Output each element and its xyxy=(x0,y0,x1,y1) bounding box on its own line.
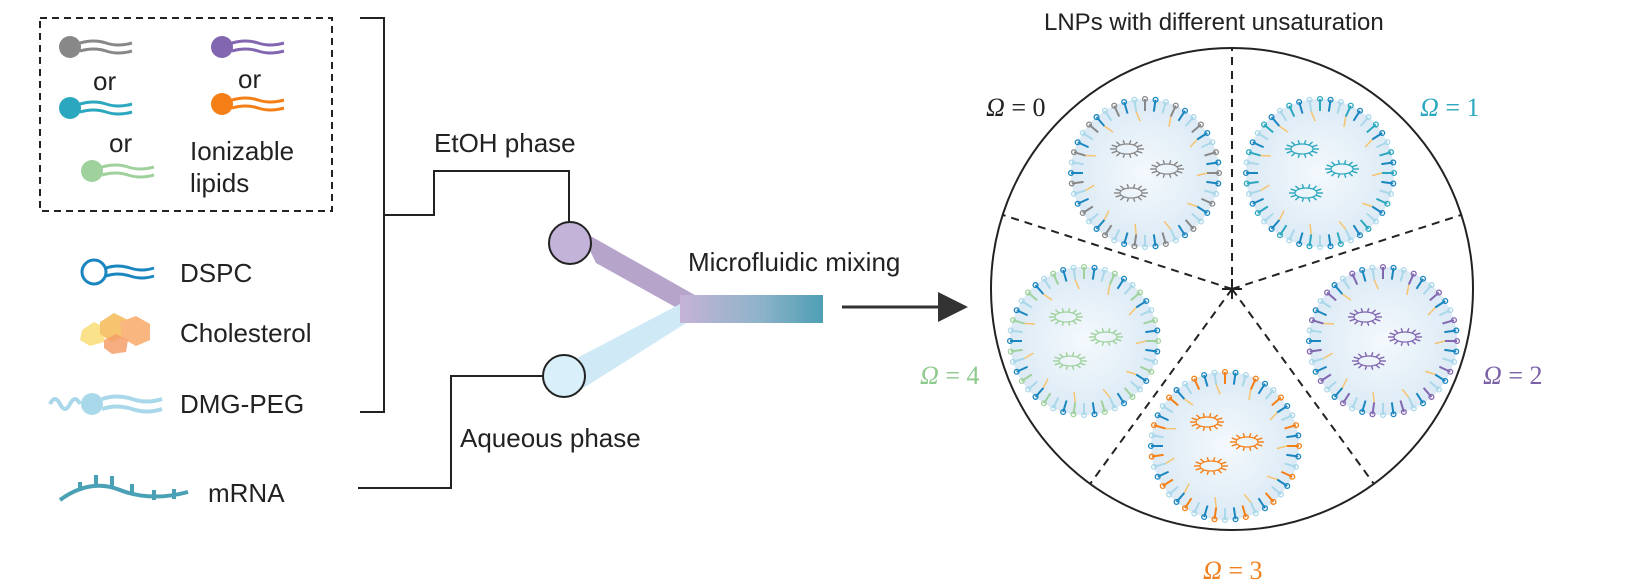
cholesterol-label: Cholesterol xyxy=(180,318,312,348)
mrna-label: mRNA xyxy=(208,478,285,508)
or-label-3: or xyxy=(109,128,133,158)
dspc-icon xyxy=(80,258,155,286)
ionizable-label-line1: Ionizable xyxy=(190,136,295,166)
lnp-particle-1 xyxy=(1242,95,1398,251)
or-label-2: or xyxy=(238,64,262,94)
ionizable-label-line2: lipids xyxy=(190,168,250,198)
lnp-particle-3 xyxy=(1147,368,1303,524)
etoh-channel xyxy=(580,230,700,313)
mixing-channel xyxy=(680,295,823,323)
omega-label-2: Ω = 2 xyxy=(1483,361,1543,390)
omega-label-1: Ω = 1 xyxy=(1420,93,1480,122)
lnp-particle-0 xyxy=(1067,95,1223,251)
mrna-icon xyxy=(58,475,189,502)
ionizable-lipid-gray-icon xyxy=(59,36,133,58)
cholesterol-icon xyxy=(80,313,150,354)
sector-dividers xyxy=(1002,48,1462,485)
ionizable-lipid-green-icon xyxy=(81,160,155,182)
microfluidic-mixing-label: Microfluidic mixing xyxy=(688,247,901,277)
ionizable-lipid-purple-icon xyxy=(211,36,285,58)
dspc-label: DSPC xyxy=(180,258,253,288)
aqueous-connector-line xyxy=(358,375,543,489)
lipids-bracket xyxy=(360,17,385,413)
aqueous-phase-label: Aqueous phase xyxy=(460,423,641,453)
or-label-1: or xyxy=(93,66,117,96)
omega-label-3: Ω = 3 xyxy=(1203,556,1263,585)
lnp-title: LNPs with different unsaturation xyxy=(1044,9,1384,36)
lnp-particles xyxy=(1006,95,1461,524)
omega-label-4: Ω = 4 xyxy=(920,361,980,390)
lnp-particle-4 xyxy=(1006,263,1162,419)
lnp-particle-2 xyxy=(1305,263,1461,419)
ionizable-lipid-teal-icon xyxy=(59,97,133,119)
aqueous-channel xyxy=(558,304,694,394)
dmg-peg-icon xyxy=(48,393,163,415)
ionizable-lipid-orange-icon xyxy=(211,93,285,115)
etoh-phase-label: EtOH phase xyxy=(434,128,576,158)
etoh-connector-line xyxy=(384,170,570,222)
ionizable-lipids-box xyxy=(39,17,333,212)
aqueous-inlet xyxy=(542,354,586,398)
omega-label-0: Ω = 0 xyxy=(986,93,1046,122)
dmg-peg-label: DMG-PEG xyxy=(180,389,305,419)
etoh-inlet xyxy=(548,221,592,265)
center-star-icon xyxy=(1222,279,1242,299)
